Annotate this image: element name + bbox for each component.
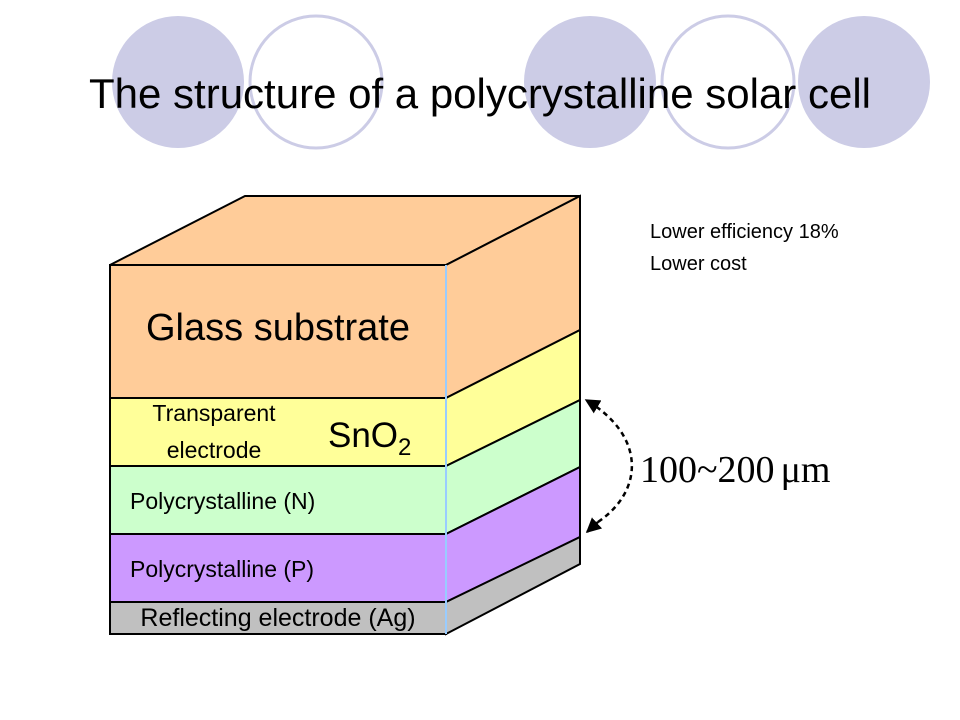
thickness-arrow-start bbox=[585, 517, 603, 534]
sno2-formula: SnO2 bbox=[328, 416, 411, 461]
poly-p-layer bbox=[109, 533, 447, 603]
poly-n-label: Polycrystalline (N) bbox=[130, 488, 315, 514]
thickness-arrow bbox=[584, 398, 633, 524]
reflecting-electrode-label: Reflecting electrode (Ag) bbox=[140, 604, 415, 632]
decor-circle-2 bbox=[248, 14, 384, 150]
decor-circle-1 bbox=[112, 16, 244, 148]
thickness-unit: μm bbox=[781, 449, 831, 491]
poly-p-label: Polycrystalline (P) bbox=[130, 556, 314, 582]
decorative-circles bbox=[112, 14, 930, 150]
transparent-electrode-label-line2: electrode bbox=[167, 437, 262, 463]
cost-note: Lower cost bbox=[650, 253, 747, 275]
decor-circle-3 bbox=[524, 16, 656, 148]
sno2-formula-subscript: 2 bbox=[398, 434, 411, 461]
sno2-formula-base: SnO bbox=[328, 416, 398, 455]
decor-circle-4 bbox=[660, 14, 796, 150]
efficiency-note: Lower efficiency 18% bbox=[650, 221, 839, 243]
thickness-value: 100~200 bbox=[640, 449, 775, 491]
transparent-electrode-label-line1: Transparent bbox=[152, 400, 276, 426]
decor-circle-5 bbox=[798, 16, 930, 148]
page-title: The structure of a polycrystalline solar… bbox=[89, 70, 871, 117]
solar-cell-block bbox=[109, 194, 581, 636]
reflecting-electrode-layer bbox=[109, 601, 447, 635]
glass-substrate-label: Glass substrate bbox=[146, 307, 410, 349]
